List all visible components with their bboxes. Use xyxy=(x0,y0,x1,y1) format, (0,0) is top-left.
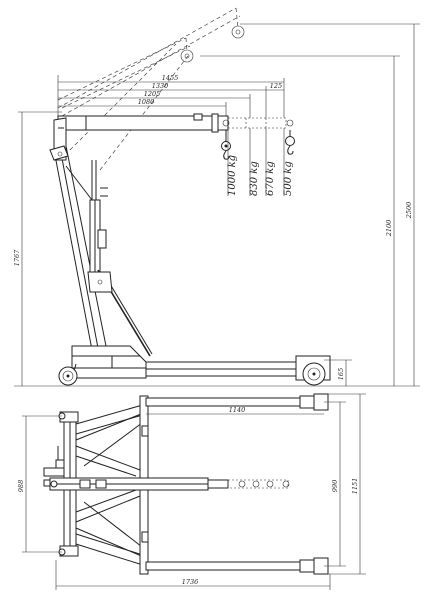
braces xyxy=(75,403,147,567)
dim-leg-length-1140: 1140 xyxy=(229,406,246,414)
dim-reach-1205: 1205 xyxy=(144,90,161,98)
side-view: 1455 1330 1205 1080 125 xyxy=(13,7,420,387)
dim-height-2100: 2100 xyxy=(385,220,393,238)
dim-height-165: 165 xyxy=(337,368,345,380)
dim-inner-width-990: 990 xyxy=(331,480,339,492)
base-frame xyxy=(58,345,331,386)
top-view: 1140 1736 988 990 1151 xyxy=(17,393,366,590)
boom xyxy=(57,113,287,133)
top-view-dimensions: 1140 1736 988 990 1151 xyxy=(17,393,366,590)
dim-rear-width-988: 988 xyxy=(17,480,25,492)
capacity-670kg: 670 kg xyxy=(265,161,276,196)
reach-dimensions: 1455 1330 1205 1080 125 xyxy=(57,74,285,118)
dim-reach-1080: 1080 xyxy=(138,98,155,106)
hooks xyxy=(221,119,295,160)
dim-outer-width-1151: 1151 xyxy=(351,478,359,495)
dim-overall-length-1736: 1736 xyxy=(182,578,199,586)
height-dimensions: 2500 2100 1767 165 xyxy=(13,23,420,387)
mast xyxy=(49,117,107,351)
boom-top xyxy=(49,477,290,491)
hydraulic-cylinder xyxy=(65,160,153,357)
raised-boom-outline xyxy=(57,7,245,171)
capacity-500kg: 500 kg xyxy=(283,161,294,196)
capacity-830kg: 830 kg xyxy=(249,161,260,196)
dim-reach-1330: 1330 xyxy=(152,82,169,90)
capacity-labels: 1000 kg 830 kg 670 kg 500 kg xyxy=(227,128,294,196)
dim-height-2500: 2500 xyxy=(405,202,413,220)
dim-reach-1455: 1455 xyxy=(162,74,179,82)
dim-spacing-125: 125 xyxy=(270,82,282,90)
dim-height-1767: 1767 xyxy=(13,249,21,266)
capacity-1000kg: 1000 kg xyxy=(227,155,238,196)
